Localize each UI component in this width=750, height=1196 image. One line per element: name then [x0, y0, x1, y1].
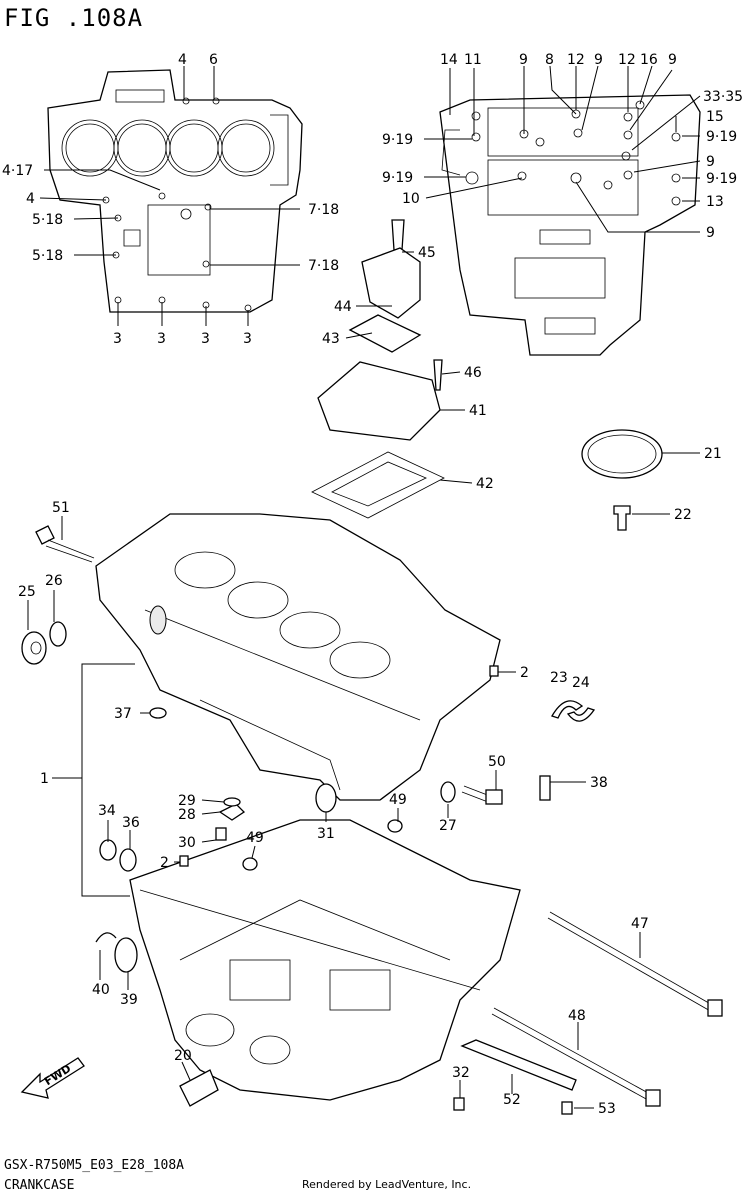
callout-2-a: 2: [520, 665, 529, 681]
callout-3-b: 3: [157, 331, 166, 347]
callout-41: 41: [469, 403, 487, 419]
callout-numbers: 4 6 4·17 4 5·18 5·18 7·18 7·18 3 3 3 3 1…: [2, 52, 743, 1117]
callout-5-18-b: 5·18: [32, 248, 63, 264]
callout-4: 4: [178, 52, 187, 68]
callout-9-19-d: 9·19: [706, 171, 737, 187]
callout-12-a: 12: [567, 52, 585, 68]
model-code: GSX-R750M5_E03_E28_108A: [4, 1158, 185, 1173]
callout-13: 13: [706, 194, 724, 210]
callout-9-a: 9: [519, 52, 528, 68]
callout-5-18-a: 5·18: [32, 212, 63, 228]
callout-27: 27: [439, 818, 457, 834]
callout-9-e: 9: [706, 225, 715, 241]
oil-cooler-assembly: [311, 219, 663, 531]
callout-37: 37: [114, 706, 132, 722]
callout-38: 38: [590, 775, 608, 791]
callout-29: 29: [178, 793, 196, 809]
callout-22: 22: [674, 507, 692, 523]
forward-arrow-icon: FWD: [20, 1057, 85, 1099]
callout-11: 11: [464, 52, 482, 68]
callout-21: 21: [704, 446, 722, 462]
callout-10: 10: [402, 191, 420, 207]
callout-47: 47: [631, 916, 649, 932]
callout-28: 28: [178, 807, 196, 823]
callout-53: 53: [598, 1101, 616, 1117]
upper-crankcase: [95, 513, 501, 801]
callout-3-d: 3: [243, 331, 252, 347]
lower-case-bottom-view: [439, 94, 701, 356]
callout-34: 34: [98, 803, 116, 819]
callout-9-19-b: 9·19: [706, 129, 737, 145]
callout-7-18-a: 7·18: [308, 202, 339, 218]
callout-16: 16: [640, 52, 658, 68]
callout-7-18-b: 7·18: [308, 258, 339, 274]
callout-49-a: 49: [389, 792, 407, 808]
rendered-by: Rendered by LeadVenture, Inc.: [302, 1178, 472, 1191]
callout-50: 50: [488, 754, 506, 770]
callout-43: 43: [322, 331, 340, 347]
callout-51: 51: [52, 500, 70, 516]
callout-40: 40: [92, 982, 110, 998]
part-name: CRANKCASE: [4, 1178, 75, 1193]
callout-1: 1: [40, 771, 49, 787]
callout-39: 39: [120, 992, 138, 1008]
callout-52: 52: [503, 1092, 521, 1108]
callout-48: 48: [568, 1008, 586, 1024]
callout-33-35: 33·35: [703, 89, 743, 105]
figure-title: FIG .108A: [4, 4, 144, 32]
callout-32: 32: [452, 1065, 470, 1081]
lower-crankcase: [129, 819, 521, 1101]
small-parts: [21, 525, 723, 1115]
callout-46: 46: [464, 365, 482, 381]
leader-lines: [27, 65, 701, 1109]
callout-23: 23: [550, 670, 568, 686]
callout-9-d: 9: [706, 154, 715, 170]
callout-4-b: 4: [26, 191, 35, 207]
callout-30: 30: [178, 835, 196, 851]
upper-case-top-view: [47, 69, 303, 313]
callout-31: 31: [317, 826, 335, 842]
callout-6: 6: [209, 52, 218, 68]
callout-9-19-a: 9·19: [382, 132, 413, 148]
callout-2-b: 2: [160, 855, 169, 871]
callout-14: 14: [440, 52, 458, 68]
callout-44: 44: [334, 299, 352, 315]
callout-4-17: 4·17: [2, 163, 33, 179]
callout-20: 20: [174, 1048, 192, 1064]
callout-9-b: 9: [594, 52, 603, 68]
callout-42: 42: [476, 476, 494, 492]
fwd-label: FWD: [42, 1062, 73, 1088]
callout-36: 36: [122, 815, 140, 831]
callout-49-b: 49: [246, 830, 264, 846]
callout-8: 8: [545, 52, 554, 68]
callout-15: 15: [706, 109, 724, 125]
callout-26: 26: [45, 573, 63, 589]
callout-3-c: 3: [201, 331, 210, 347]
callout-24: 24: [572, 675, 590, 691]
callout-3-a: 3: [113, 331, 122, 347]
callout-9-c: 9: [668, 52, 677, 68]
callout-12-b: 12: [618, 52, 636, 68]
callout-45: 45: [418, 245, 436, 261]
callout-9-19-c: 9·19: [382, 170, 413, 186]
callout-25: 25: [18, 584, 36, 600]
